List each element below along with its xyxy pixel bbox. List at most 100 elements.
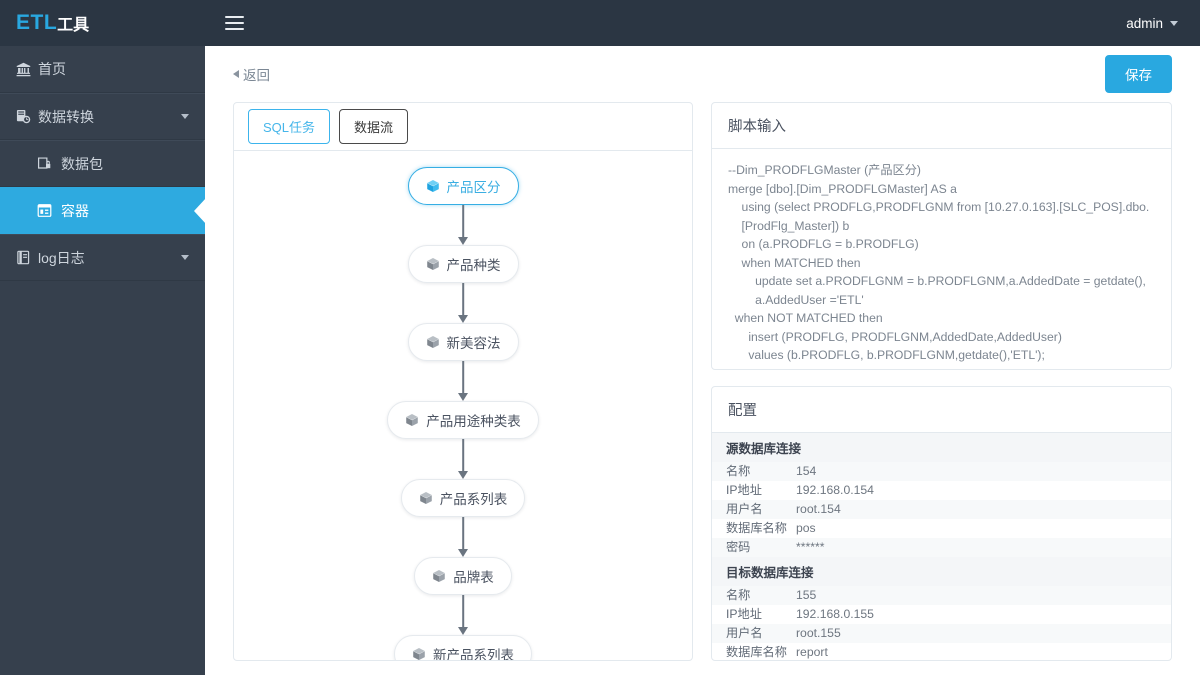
flow-node[interactable]: 产品种类 [407,245,519,283]
config-row-value: root.155 [796,626,841,640]
sidebar: 首页 数据转换 数据包 容器 [0,46,205,675]
script-line: update set a.PRODFLGNM = b.PRODFLGNM,a.A… [728,274,1146,288]
script-input-textarea[interactable]: --Dim_PRODFLGMaster (产品区分) merge [dbo].[D… [712,149,1171,369]
config-row-key: 名称 [726,588,751,602]
config-section-heading: 目标数据库连接 [712,557,1171,586]
flow-node-label: 产品用途种类表 [426,414,521,429]
logo-etl-text: ETL [16,11,58,34]
cube-icon [426,179,440,193]
script-line: a.AddedUser ='ETL' [728,292,864,307]
save-button[interactable]: 保存 [1105,55,1172,93]
flow-connector-arrow [456,283,470,323]
sidebar-item-data-package[interactable]: 数据包 [0,140,205,187]
logo-suffix-text: 工具 [57,17,90,34]
flow-connector-arrow [456,595,470,635]
hamburger-bar [224,16,244,18]
hamburger-bar [224,28,244,30]
script-line: on (a.PRODFLG = b.PRODFLG) [728,237,919,251]
cube-icon [426,257,440,271]
body-row: 首页 数据转换 数据包 容器 [0,46,1200,675]
config-row-key: IP地址 [726,483,762,497]
tab-data-flow[interactable]: 数据流 [339,109,409,144]
flow-node-label: 新产品系列表 [433,648,514,660]
config-row-value: ****** [796,540,825,554]
sidebar-item-container[interactable]: 容器 [0,187,205,234]
config-panel-title: 配置 [712,387,1171,433]
chevron-down-icon [181,255,189,260]
config-row-key: 名称 [726,464,751,478]
config-row-value: pos [796,521,816,535]
sidebar-item-label: log日志 [38,249,85,266]
panels-row: SQL任务 数据流 产品区分产品种类新美容法产品用途种类表产品系列表品牌表新产品… [233,102,1172,675]
sidebar-item-label: 容器 [61,202,89,219]
user-name-label: admin [1126,15,1163,31]
cube-icon [412,647,426,660]
flow-node[interactable]: 产品系列表 [400,479,526,517]
flow-node[interactable]: 品牌表 [414,557,512,595]
cube-icon [432,569,446,583]
flow-node-label: 产品系列表 [439,492,508,507]
cube-icon [405,413,419,427]
flow-panel: SQL任务 数据流 产品区分产品种类新美容法产品用途种类表产品系列表品牌表新产品… [233,102,693,661]
flow-canvas[interactable]: 产品区分产品种类新美容法产品用途种类表产品系列表品牌表新产品系列表 [234,151,692,660]
config-row: 名称 155 [712,586,1171,605]
sidebar-item-label: 数据转换 [38,108,94,125]
config-row-key: 用户名 [726,502,763,516]
script-line: insert (PRODFLG, PRODFLGNM,AddedDate,Add… [728,329,1062,344]
script-line: using (select PRODFLG,PRODFLGNM from [10… [728,200,1150,214]
back-link[interactable]: 返回 [233,64,270,84]
config-row-value: 155 [796,588,817,602]
flow-node[interactable]: 新美容法 [407,323,519,361]
chevron-left-icon [233,70,239,78]
sidebar-item-data-transform[interactable]: 数据转换 [0,93,205,140]
script-panel-title: 脚本输入 [712,103,1171,149]
cube-icon [419,491,433,505]
book-icon [16,250,38,265]
user-menu[interactable]: admin [1126,16,1200,31]
sidebar-item-label: 首页 [38,61,66,77]
config-row-value: 192.168.0.155 [796,607,874,621]
tab-sql-task[interactable]: SQL任务 [248,109,331,144]
database-sync-icon [16,109,38,124]
script-line: values (b.PRODFLG, b.PRODFLGNM,getdate()… [728,348,1045,362]
hamburger-menu-icon[interactable] [211,0,257,46]
config-row: 名称 154 [712,462,1171,481]
script-line: --Dim_PRODFLGMaster (产品区分) [728,163,921,177]
config-row-value: 192.168.0.154 [796,483,874,497]
config-row: IP地址 192.168.0.154 [712,481,1171,500]
sidebar-item-log[interactable]: log日志 [0,234,205,281]
sidebar-item-home[interactable]: 首页 [0,46,205,93]
config-row-value: 154 [796,464,817,478]
main-header: 返回 保存 [233,46,1172,102]
script-line: [ProdFlg_Master]) b [728,218,850,233]
script-line: when MATCHED then [728,255,861,270]
package-lock-icon [37,156,61,171]
active-indicator-notch [194,197,205,224]
flow-node[interactable]: 产品区分 [407,167,519,205]
flow-node-label: 产品区分 [446,180,501,195]
script-line: merge [dbo].[Dim_PRODFLGMaster] AS a [728,181,957,196]
chevron-down-icon [1170,20,1178,26]
config-row: 用户名 root.154 [712,500,1171,519]
config-row-value: root.154 [796,502,841,516]
flow-node[interactable]: 产品用途种类表 [387,401,539,439]
main-content: 返回 保存 SQL任务 数据流 产品区分产品种类新美容法产品用途种类表产品系列表… [205,46,1200,675]
sidebar-item-label: 数据包 [61,155,103,172]
right-column: 脚本输入 --Dim_PRODFLGMaster (产品区分) merge [db… [711,102,1172,661]
flow-connector-arrow [456,517,470,557]
flow-node-label: 产品种类 [446,258,501,273]
config-row: 密码 ****** [712,538,1171,557]
bank-icon [16,62,38,77]
config-row-key: 密码 [726,540,751,554]
config-row-key: 数据库名称 [726,645,787,659]
hamburger-bar [224,22,244,24]
flow-node[interactable]: 新产品系列表 [394,635,532,660]
